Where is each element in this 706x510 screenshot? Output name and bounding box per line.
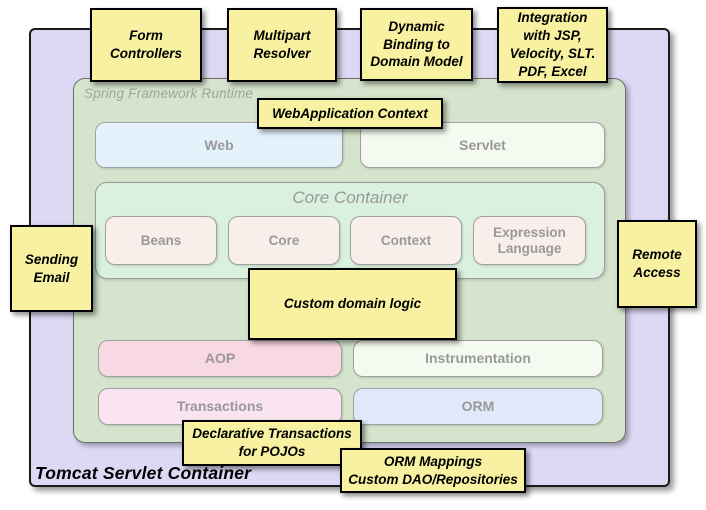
module-aop: AOP [98,340,342,377]
module-instrumentation: Instrumentation [353,340,603,377]
module-instrumentation-label: Instrumentation [425,350,531,367]
module-context-label: Context [380,232,432,248]
module-beans: Beans [105,216,217,265]
module-aop-label: AOP [204,350,236,367]
module-expression-language-label: Expression Language [493,224,566,256]
module-web: Web [95,122,343,168]
callout-declarative-transactions: Declarative Transactions for POJOs [182,420,362,466]
module-core: Core [228,216,340,265]
module-expression-language: Expression Language [473,216,586,265]
tomcat-servlet-container-label: Tomcat Servlet Container [35,463,252,483]
module-beans-label: Beans [140,232,182,248]
module-context: Context [350,216,462,265]
module-web-label: Web [204,136,234,153]
callout-multipart-resolver: Multipart Resolver [227,8,337,82]
callout-integration-views: Integration with JSP, Velocity, SLT. PDF… [497,7,608,83]
callout-custom-domain-logic: Custom domain logic [248,268,457,340]
callout-dynamic-binding: Dynamic Binding to Domain Model [360,8,473,81]
module-core-label: Core [268,232,300,248]
spring-framework-runtime-label: Spring Framework Runtime [84,86,254,101]
module-transactions-label: Transactions [176,398,264,415]
callout-remote-access: Remote Access [617,220,697,308]
module-orm-label: ORM [461,398,495,415]
callout-orm-mappings: ORM Mappings Custom DAO/Repositories [340,448,526,493]
callout-webapplication-context: WebApplication Context [257,98,443,129]
module-orm: ORM [353,388,603,425]
callout-form-controllers: Form Controllers [90,8,202,82]
module-servlet-label: Servlet [459,136,506,153]
callout-sending-email: Sending Email [10,225,93,312]
core-container-title: Core Container [292,188,408,207]
module-servlet: Servlet [360,122,605,168]
